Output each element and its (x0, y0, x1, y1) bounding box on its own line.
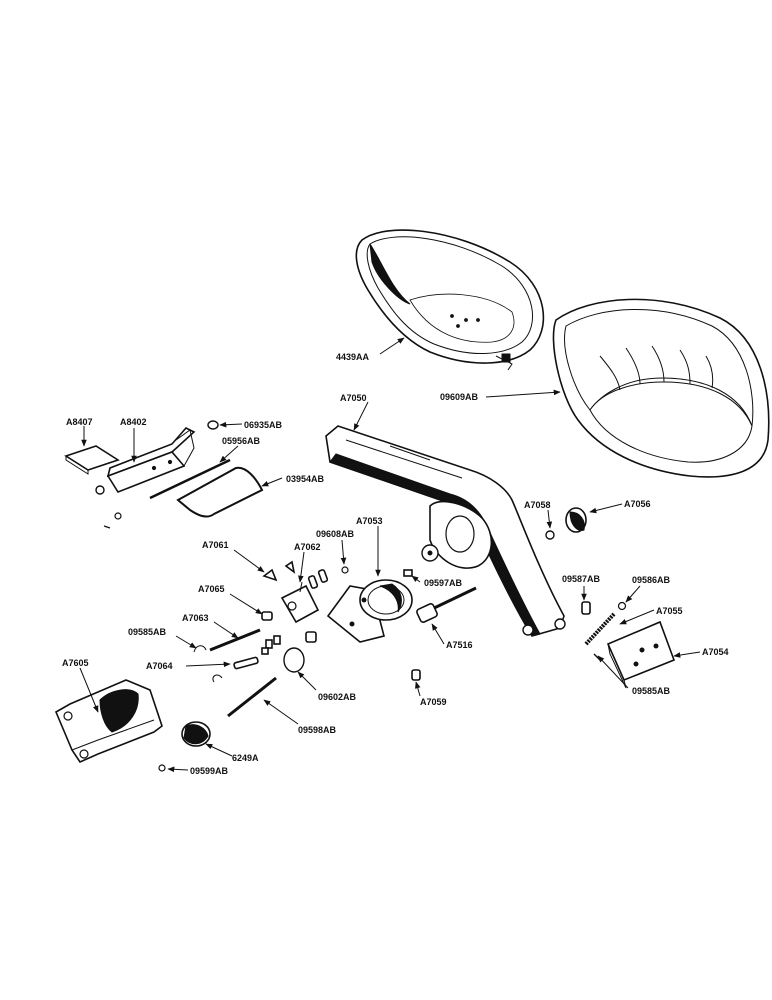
label-a8407: A8407 (66, 417, 93, 427)
seat-support-a7050 (325, 425, 566, 637)
label-a7516: A7516 (446, 640, 473, 650)
leader-lines (79, 337, 701, 773)
label-09598ab: 09598AB (298, 725, 337, 735)
label-09586ab: 09586AB (632, 575, 671, 585)
label-09587ab: 09587AB (562, 574, 601, 584)
base-a7605 (54, 679, 163, 764)
label-a7053: A7053 (356, 516, 383, 526)
label-a7056: A7056 (624, 499, 651, 509)
grommet-a7058 (545, 530, 555, 540)
nut-a7056 (565, 507, 587, 533)
label-09608ab: 09608AB (316, 529, 355, 539)
washer-hole-icon (427, 550, 433, 556)
rod-a7063 (209, 628, 261, 652)
label-a7055: A7055 (656, 606, 683, 616)
label-a7064: A7064 (146, 661, 173, 671)
rod-05956ab (149, 458, 231, 500)
bracket-a8402 (106, 427, 196, 493)
label-a7065: A7065 (198, 584, 225, 594)
label-a7058: A7058 (524, 500, 551, 510)
bolt-a7059 (411, 669, 421, 681)
label-a8402: A8402 (120, 417, 147, 427)
label-a7062: A7062 (294, 542, 321, 552)
seat-pan-4439aa (355, 229, 545, 371)
spring-a7055 (584, 612, 616, 646)
label-09585ab-left: 09585AB (128, 627, 167, 637)
label-6249a: 6249A (232, 753, 259, 763)
bracket-a7054 (606, 620, 676, 689)
label-a7061: A7061 (202, 540, 229, 550)
label-05956ab: 05956AB (222, 436, 261, 446)
knob-6249a (181, 721, 211, 747)
label-a7059: A7059 (420, 697, 447, 707)
label-a7054: A7054 (702, 647, 729, 657)
bolt-09587ab (581, 601, 591, 615)
label-a7050: A7050 (340, 393, 367, 403)
seat-cushion-09609ab (552, 298, 770, 478)
bushing-06935ab (207, 420, 219, 430)
label-a7605: A7605 (62, 658, 89, 668)
bracket-a8407 (64, 445, 120, 475)
spring-clip-a7061 (262, 568, 278, 582)
rod-09598ab (227, 676, 277, 718)
pin-a7516 (416, 586, 477, 623)
label-09609ab-seat: 09609AB (440, 392, 479, 402)
bracket-a7062 (280, 581, 320, 624)
u-bolt-03954ab (176, 466, 264, 518)
label-06935ab: 06935AB (244, 420, 283, 430)
label-09599ab: 09599AB (190, 766, 229, 776)
label-a7063: A7063 (182, 613, 209, 623)
disc-09602ab (283, 647, 305, 673)
label-4439aa: 4439AA (336, 352, 370, 362)
label-09585ab-right: 09585AB (632, 686, 671, 696)
label-09597ab: 09597AB (424, 578, 463, 588)
shock-absorber-a7053 (326, 579, 413, 643)
label-03954ab: 03954AB (286, 474, 325, 484)
label-09602ab: 09602AB (318, 692, 357, 702)
